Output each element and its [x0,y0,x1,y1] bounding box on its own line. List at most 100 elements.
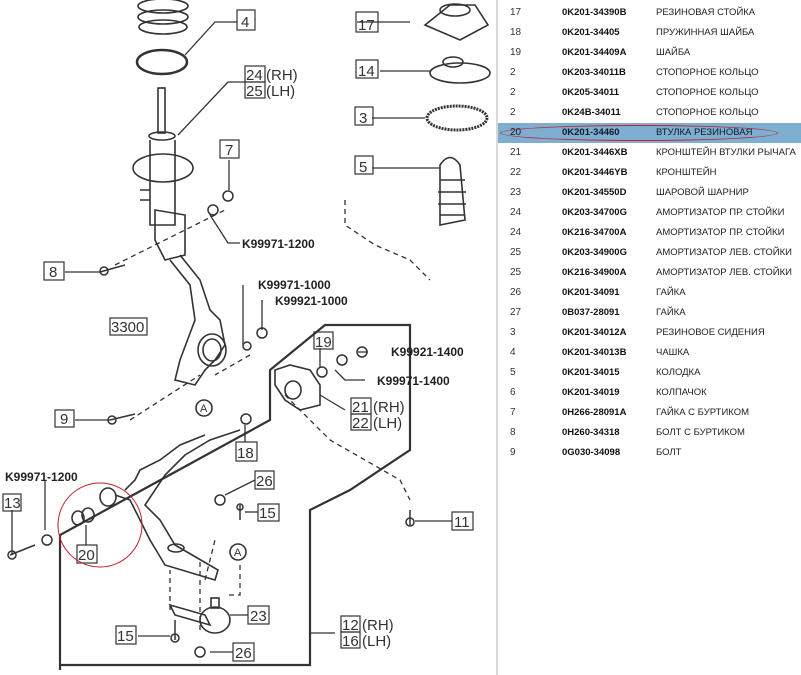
parts-row[interactable]: 2 0K205-34011 СТОПОРНОЕ КОЛЬЦО [498,83,801,103]
part-name: АМОРТИЗАТОР ПР. СТОЙКИ [656,227,785,238]
callout-23: 23 [250,608,267,625]
part-num: 21 [510,147,522,158]
ball-joint-part-23 [168,597,231,634]
part-code: 0G030-34098 [562,447,621,458]
lower-control-arm [99,429,241,581]
part-name: АМОРТИЗАТОР ЛЕВ. СТОЙКИ [656,267,792,278]
part-name: КОЛПАЧОК [656,387,707,398]
part-num: 17 [510,7,522,18]
marker-a-lower: A [234,547,242,559]
part-name: СТОПОРНОЕ КОЛЬЦО [656,67,759,78]
part-num: 25 [510,247,522,258]
part-num: 27 [510,307,522,318]
part-num: 24 [510,207,522,218]
parts-row[interactable]: 8 0H260-34318 БОЛТ С БУРТИКОМ [498,423,801,443]
part-name: ГАЙКА [656,307,686,318]
part-name: ШАРОВОЙ ШАРНИР [656,187,749,198]
callout-20: 20 [78,547,95,564]
part-name: ЧАШКА [656,347,690,358]
callout-5: 5 [359,159,367,176]
callout-25-lh: (LH) [266,83,295,100]
part-name: ШАЙБА [656,47,691,58]
part-name: АМОРТИЗАТОР ЛЕВ. СТОЙКИ [656,247,792,258]
part-num: 24 [510,227,522,238]
part-num: 2 [510,67,516,78]
callout-24-rh: (RH) [266,67,298,84]
part-code: 0H260-34318 [562,427,620,438]
parts-row[interactable]: 23 0K201-34550D ШАРОВОЙ ШАРНИР [498,183,801,203]
callout-15-lower: 15 [117,628,134,645]
part-code: 0K205-34011 [562,87,620,98]
callout-7: 7 [225,142,233,159]
bushing-bracket-part-21-22 [274,364,321,411]
part-code: 0K216-34700A [562,227,627,238]
part-name: СТОПОРНОЕ КОЛЬЦО [656,107,759,118]
part-code: 0K201-34390B [562,7,627,18]
parts-row[interactable]: 19 0K201-34409A ШАЙБА [498,43,801,63]
callout-18: 18 [237,445,254,462]
part-num: 25 [510,267,522,278]
callout-15-upper: 15 [259,505,276,522]
part-name: БОЛТ С БУРТИКОМ [656,427,745,438]
callout-17: 17 [358,17,375,34]
part-name: СТОПОРНОЕ КОЛЬЦО [656,87,759,98]
callout-12: 12 [342,617,359,634]
callout-12-rh: (RH) [362,617,394,634]
part-code: 0K201-34091 [562,287,620,298]
callout-8: 8 [49,264,57,281]
part-code: 0K201-34409A [562,47,627,58]
part-code: 0K201-34012A [562,327,627,338]
part-code: 0K203-34011B [562,67,626,78]
part-code: 0K201-34013B [562,347,627,358]
parts-row[interactable]: 24 0K216-34700A АМОРТИЗАТОР ПР. СТОЙКИ [498,223,801,243]
panel-divider [496,0,498,675]
part-num: 20 [510,127,522,138]
part-num: 2 [510,107,516,118]
hardware-k99921-1400: K99921-1400 [391,345,464,359]
part-num: 23 [510,187,522,198]
marker-a-upper: A [200,403,208,415]
part-num: 8 [510,427,516,438]
parts-row[interactable]: 27 0B037-28091 ГАЙКА [498,303,801,323]
part-name: ГАЙКА С БУРТИКОМ [656,407,750,418]
part-name: КРОНШТЕЙН [656,167,717,178]
hardware-k99971-1200-upper: K99971-1200 [242,237,315,251]
part-code: 0K201-34550D [562,187,627,198]
hardware-k99971-1000: K99971-1000 [258,278,331,292]
parts-row[interactable]: 7 0H266-28091A ГАЙКА С БУРТИКОМ [498,403,801,423]
callout-22: 22 [352,415,369,432]
callout-9: 9 [60,411,68,428]
part-name: КОЛОДКА [656,367,701,378]
parts-row[interactable]: 2 0K203-34011B СТОПОРНОЕ КОЛЬЦО [498,63,801,83]
callout-19: 19 [315,334,332,351]
reference-3300: 3300 [111,319,144,336]
part-num: 19 [510,47,522,58]
callout-21-rh: (RH) [373,399,405,416]
part-num: 2 [510,87,516,98]
part-num: 7 [510,407,516,418]
strut-bearing-part-14 [429,56,491,84]
part-code: 0B037-28091 [562,307,620,318]
callout-26-lower: 26 [235,645,252,662]
part-code: 0K201-34460 [562,127,620,138]
hardware-k99971-1200-lower: K99971-1200 [5,470,78,484]
callout-13: 13 [4,495,21,512]
part-code: 0H266-28091A [562,407,627,418]
part-code: 0K201-34015 [562,367,620,378]
hardware-k99971-1400: K99971-1400 [377,374,450,388]
